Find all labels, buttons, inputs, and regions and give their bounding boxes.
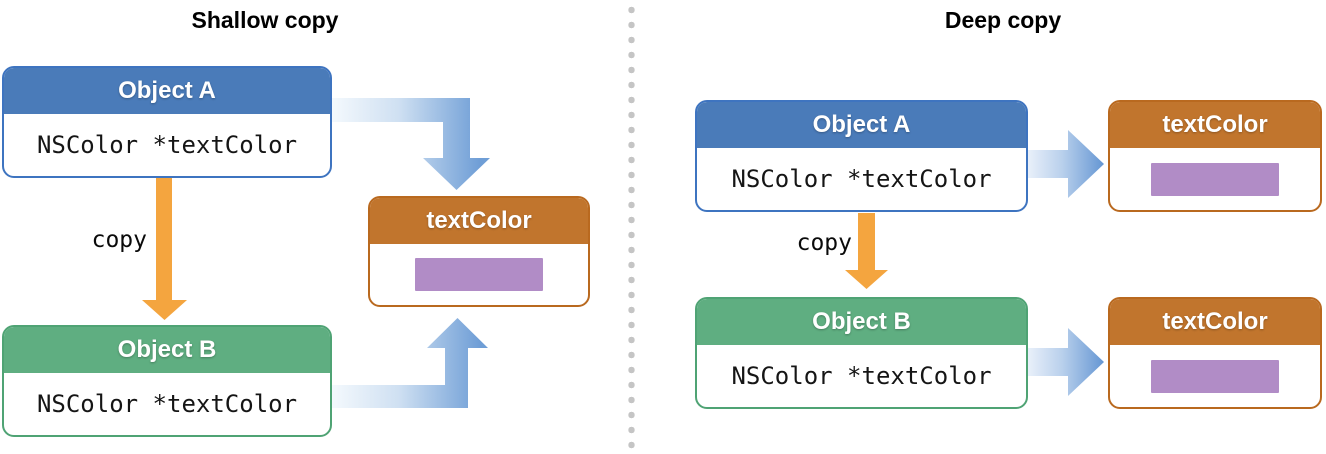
deep-object-a-field: NSColor *textColor [731,165,992,193]
shallow-object-b-card: Object B NSColor *textColor [2,325,332,437]
deep-textcolor-b-body [1110,345,1320,407]
deep-object-b-header: Object B [697,299,1026,345]
deep-reference-arrow-b [1028,328,1104,396]
shallow-copy-arrow [142,177,187,320]
shallow-textcolor-body [370,244,588,305]
deep-copy-arrow-label: copy [796,230,852,256]
deep-object-a-card: Object A NSColor *textColor [695,100,1028,212]
shallow-copy-arrow-label: copy [91,227,147,253]
shallow-object-a-header: Object A [4,68,330,114]
deep-textcolor-b-header: textColor [1110,299,1320,345]
shallow-object-a-field: NSColor *textColor [36,131,298,159]
deep-copy-arrow [845,213,888,289]
shallow-object-a-card: Object A NSColor *textColor [2,66,332,178]
deep-object-b-card: Object B NSColor *textColor [695,297,1028,409]
deep-textcolor-card-b: textColor [1108,297,1322,409]
color-swatch [1151,359,1279,393]
deep-textcolor-a-body [1110,148,1320,210]
color-swatch [415,258,543,291]
shallow-copy-title: Shallow copy [191,7,339,33]
shallow-reference-arrow-a [332,98,490,190]
deep-textcolor-card-a: textColor [1108,100,1322,212]
shallow-textcolor-header: textColor [370,198,588,244]
deep-object-b-field: NSColor *textColor [731,362,992,390]
panel-divider [628,4,635,452]
deep-copy-title: Deep copy [944,7,1062,33]
shallow-object-b-header: Object B [4,327,330,373]
shallow-object-b-field: NSColor *textColor [36,390,298,418]
deep-reference-arrow-a [1028,130,1104,198]
shallow-textcolor-card: textColor [368,196,590,307]
deep-textcolor-a-header: textColor [1110,102,1320,148]
deep-object-a-header: Object A [697,102,1026,148]
shallow-reference-arrow-b [332,318,488,408]
color-swatch [1151,162,1279,196]
